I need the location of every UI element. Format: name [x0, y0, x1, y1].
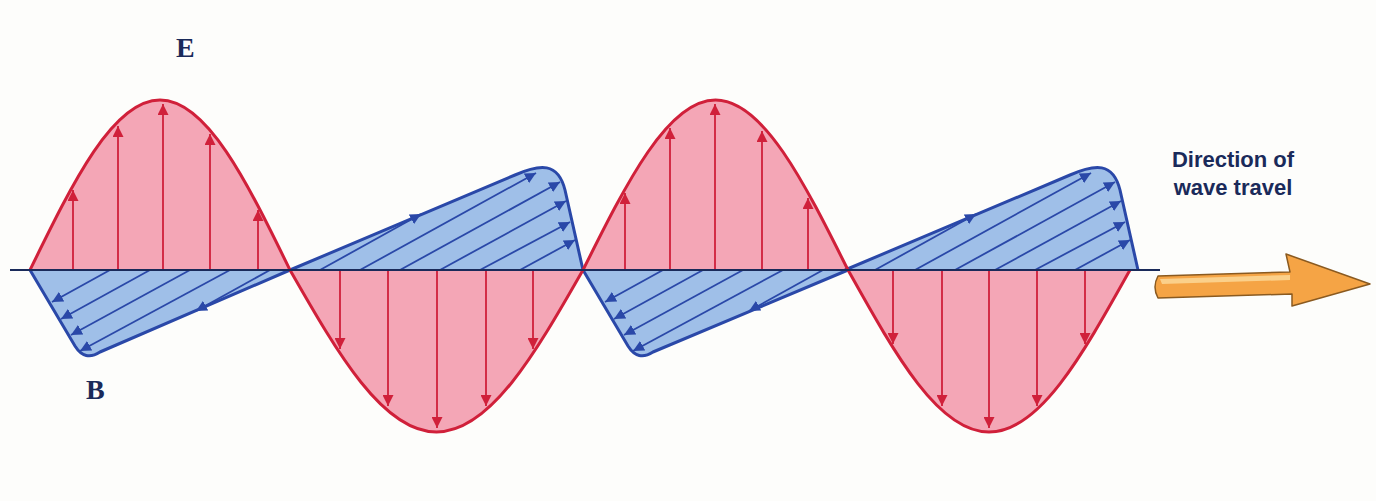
e-vector — [257, 210, 259, 270]
b-vector — [1035, 222, 1125, 270]
b-lobe — [583, 270, 848, 356]
e-vector — [714, 104, 716, 270]
e-lobe — [290, 270, 583, 432]
e-vector — [1036, 270, 1038, 406]
b-vector — [995, 201, 1121, 270]
b-curve — [290, 167, 583, 270]
e-lobe — [30, 100, 290, 270]
b-vector — [520, 240, 575, 270]
field-label: E — [176, 30, 195, 65]
e-vector — [485, 270, 487, 406]
e-vector — [117, 126, 119, 270]
e-vector — [436, 270, 438, 428]
magnetic-outline — [30, 167, 1138, 355]
electric-field-fill — [30, 100, 1130, 432]
e-curve — [30, 100, 290, 270]
b-vector — [80, 270, 230, 351]
b-vector — [633, 270, 783, 351]
e-vector — [72, 190, 74, 270]
b-vector — [915, 173, 1091, 270]
b-lobe — [845, 167, 1138, 270]
b-lobe — [30, 270, 290, 356]
b-vector — [400, 182, 560, 270]
e-vector — [941, 270, 943, 406]
b-vector — [955, 182, 1115, 270]
field-label: B — [86, 372, 105, 407]
direction-arrow-highlight — [1160, 275, 1290, 284]
e-vector — [162, 104, 164, 270]
e-vector — [624, 193, 626, 270]
e-vector — [209, 134, 211, 270]
e-vector — [892, 270, 894, 344]
magnetic-vectors — [52, 173, 1130, 351]
direction-label: Direction of wave travel — [1168, 146, 1298, 201]
e-curve — [848, 270, 1130, 432]
b-vector — [624, 270, 743, 335]
e-vector — [339, 270, 341, 349]
electric-vectors — [73, 104, 1085, 428]
b-vector — [440, 201, 566, 270]
b-vector — [61, 270, 150, 319]
b-vector — [71, 270, 190, 335]
b-curve — [30, 270, 290, 356]
b-vector — [360, 173, 536, 270]
b-vector — [1075, 240, 1130, 270]
e-vector — [1084, 270, 1086, 344]
propagation-axis — [10, 269, 1160, 271]
e-curve — [583, 100, 848, 270]
e-vector — [387, 270, 389, 406]
b-lobe — [290, 167, 583, 270]
e-lobe — [848, 270, 1130, 432]
electric-outline — [30, 100, 1130, 432]
e-vector — [988, 270, 990, 428]
b-vector — [749, 270, 823, 311]
e-vector — [761, 131, 763, 270]
direction-arrow — [1155, 254, 1370, 306]
b-curve — [583, 270, 848, 356]
e-curve — [290, 270, 583, 432]
e-vector — [532, 270, 534, 349]
e-vector — [669, 128, 671, 270]
e-vector — [807, 198, 809, 270]
b-vector — [614, 270, 703, 319]
e-lobe — [583, 100, 848, 270]
b-vector — [480, 222, 570, 270]
b-curve — [845, 167, 1138, 270]
